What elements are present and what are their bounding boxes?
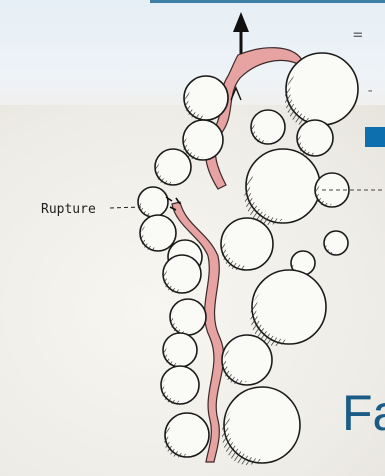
rupture-label: Rupture bbox=[41, 202, 96, 217]
corner-mark: = bbox=[353, 25, 363, 44]
slide-text-fragment: Fa bbox=[342, 388, 385, 438]
right-bulb-column bbox=[221, 53, 358, 465]
corner-dash: - bbox=[366, 83, 374, 99]
blue-bullet-square bbox=[365, 127, 385, 147]
